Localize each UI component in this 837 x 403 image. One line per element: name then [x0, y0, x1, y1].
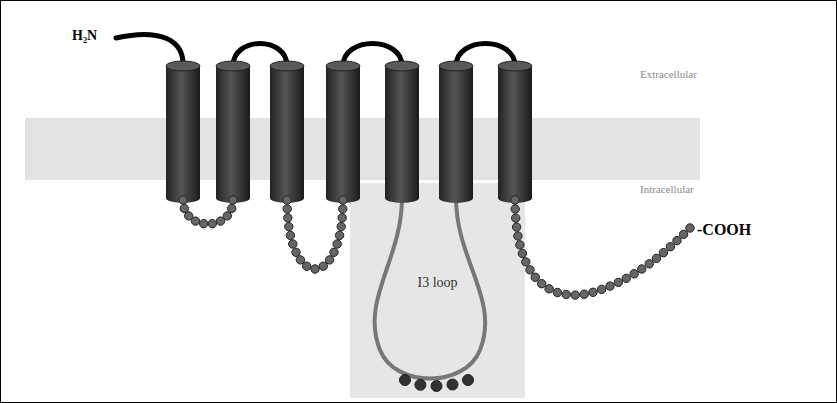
residue-bead: [208, 220, 216, 228]
residue-bead: [518, 249, 526, 257]
residue-bead: [580, 290, 588, 298]
residue-bead: [337, 222, 345, 230]
residue-bead: [179, 196, 187, 204]
residue-bead: [283, 196, 291, 204]
residue-bead: [296, 256, 304, 264]
residue-bead: [191, 217, 199, 225]
residue-bead: [511, 205, 519, 213]
residue-bead: [512, 223, 520, 231]
helix-bottom: [439, 193, 473, 203]
residue-bead: [597, 285, 605, 293]
residue-bead: [311, 265, 319, 273]
residue-bead: [292, 248, 300, 256]
terminus-label: H₂N: [72, 28, 97, 44]
residue-bead: [526, 266, 534, 274]
helix-top: [270, 61, 304, 71]
residue-bead: [335, 231, 343, 239]
residue-bead: [447, 379, 458, 390]
residue-bead: [325, 256, 333, 264]
residue-bead: [652, 254, 660, 262]
residue-bead: [338, 214, 346, 222]
residue-bead: [330, 248, 338, 256]
helix-top: [326, 61, 360, 71]
residue-bead: [562, 290, 570, 298]
residue-bead: [589, 288, 597, 296]
residue-bead: [319, 262, 327, 270]
residue-bead: [538, 280, 546, 288]
residue-bead: [229, 196, 237, 204]
residue-bead: [303, 262, 311, 270]
residue-bead: [531, 273, 539, 281]
residue-bead: [283, 205, 291, 213]
residue-bead: [516, 241, 524, 249]
helices: [166, 61, 532, 203]
helix-body: [270, 66, 304, 198]
residue-bead: [522, 258, 530, 266]
residue-bead: [339, 196, 347, 204]
residue-bead: [333, 240, 341, 248]
residue-bead: [228, 204, 236, 212]
helix-top: [166, 61, 200, 71]
residue-bead: [686, 224, 694, 232]
residue-bead: [463, 375, 474, 386]
residue-bead: [512, 214, 520, 222]
residue-bead: [289, 240, 297, 248]
region-label: I3 loop: [417, 275, 457, 291]
residue-bead: [614, 278, 622, 286]
residue-bead: [659, 249, 667, 257]
helix-body: [326, 66, 360, 198]
i3-region: [350, 183, 525, 398]
residue-bead: [431, 381, 442, 392]
helix-body: [385, 66, 419, 198]
residue-bead: [284, 214, 292, 222]
membrane-band: [25, 118, 700, 180]
helix-body: [166, 66, 200, 198]
residue-bead: [679, 230, 687, 238]
residue-bead: [285, 222, 293, 230]
terminus-label: -COOH: [697, 221, 751, 239]
i3-loop-line: [375, 198, 486, 379]
residue-bead: [545, 285, 553, 293]
helix-body: [498, 66, 532, 198]
residue-beads: [179, 196, 694, 392]
residue-bead: [571, 291, 579, 299]
helix-top: [216, 61, 250, 71]
residue-bead: [286, 231, 294, 239]
residue-bead: [200, 220, 208, 228]
residue-bead: [630, 270, 638, 278]
residue-bead: [339, 205, 347, 213]
residue-bead: [415, 379, 426, 390]
helix-bottom: [385, 193, 419, 203]
helix-body: [439, 66, 473, 198]
helix-top: [385, 61, 419, 71]
residue-bead: [511, 196, 519, 204]
helix-top: [498, 61, 532, 71]
residue-bead: [666, 243, 674, 251]
region-box: I3 loop: [350, 183, 525, 398]
helix-body: [216, 66, 250, 198]
side-label: Intracellular: [640, 183, 694, 195]
residue-bead: [400, 375, 411, 386]
side-label: Extracellular: [640, 68, 697, 80]
helix-top: [439, 61, 473, 71]
residue-bead: [553, 288, 561, 296]
residue-bead: [606, 282, 614, 290]
residue-bead: [638, 265, 646, 273]
residue-bead: [622, 274, 630, 282]
residue-bead: [514, 232, 522, 240]
residue-bead: [645, 260, 653, 268]
residue-bead: [673, 236, 681, 244]
